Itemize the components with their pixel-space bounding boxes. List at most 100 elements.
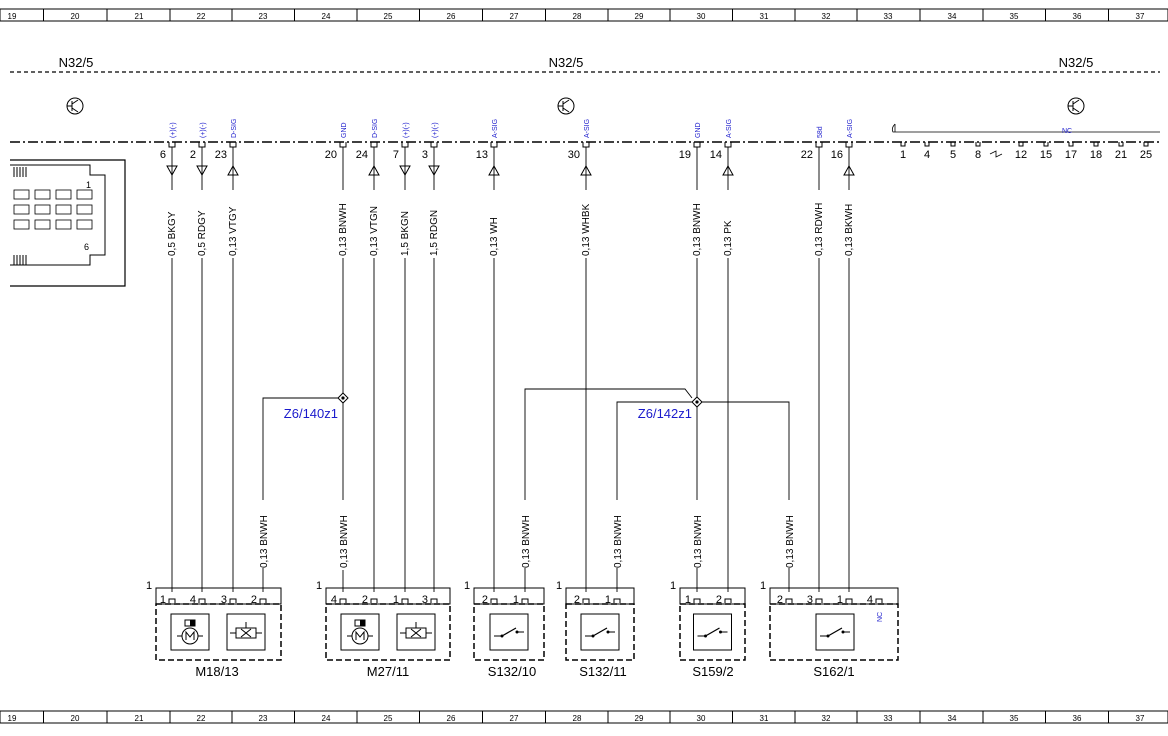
component-pin-tick	[785, 598, 793, 603]
wire-label: 0,5 BKGY	[167, 211, 178, 256]
ruler-bottom-number: 32	[822, 714, 831, 723]
wire-label: 0,13 BNWH	[692, 203, 703, 256]
motor-position-icon-fill	[190, 620, 195, 626]
connector-cavity	[55, 204, 72, 215]
switch-symbol-box	[693, 613, 732, 651]
module-pin-number: 6	[160, 149, 166, 161]
ruler-top-number: 24	[322, 12, 331, 21]
switch-symbol-box	[580, 613, 620, 651]
component-pin-number: 4	[867, 594, 873, 606]
module-pin-signal: GND	[695, 122, 702, 138]
connector-pin-label: 1	[86, 180, 91, 190]
component-pin-tick	[229, 598, 237, 603]
actuator-icon-cross	[240, 628, 252, 638]
switch-icon-contact	[515, 630, 519, 634]
module-pin-number: 23	[215, 149, 227, 161]
ruler-bottom-number: 24	[322, 714, 331, 723]
module-pin-signal: A-SIG	[726, 119, 733, 138]
actuator-icon-cross	[410, 628, 422, 638]
module-housing-outline	[10, 159, 126, 287]
module-pin-signal: GND	[341, 122, 348, 138]
component-pin-number: 1	[513, 594, 519, 606]
switch-icon-contact	[719, 630, 722, 634]
motor-icon-m	[185, 630, 195, 640]
component-pin-tick	[521, 598, 529, 603]
component-pin-number: 3	[807, 594, 813, 606]
splice-wire-label: 0,13 BNWH	[785, 515, 796, 568]
module-pin-signal: A-SIG	[847, 119, 854, 138]
ruler-bottom-number: 28	[573, 714, 582, 723]
ruler-bottom-number: 22	[197, 714, 206, 723]
component-housing-outline	[325, 603, 451, 661]
component-corner-number: 1	[556, 580, 562, 592]
component-connector-outline	[565, 587, 635, 605]
component-pin-tick	[875, 598, 883, 603]
ruler-bottom-number: 26	[447, 714, 456, 723]
nc-pin-number: 15	[1040, 149, 1052, 161]
actuator-symbol-box	[396, 613, 436, 651]
module-label: N32/5	[1059, 55, 1094, 70]
nc-pin-number: 12	[1015, 149, 1027, 161]
connector-pin-label: 6	[84, 242, 89, 252]
component-connector-outline	[155, 587, 282, 605]
component-pin-tick	[401, 598, 409, 603]
component-pin-number: 1	[685, 594, 691, 606]
ruler-bottom-number: 31	[760, 714, 769, 723]
connector-cavity	[76, 219, 93, 230]
motor-icon	[181, 627, 199, 645]
connector-cavity	[76, 189, 93, 200]
module-pin-number: 22	[801, 149, 813, 161]
module-pin-signal: (+)(-)	[200, 122, 207, 138]
component-housing-outline	[565, 603, 635, 661]
component-connector-outline	[325, 587, 451, 605]
nc-pin-number: 5	[950, 149, 956, 161]
module-pin-number: 19	[679, 149, 691, 161]
component-pin-tick	[259, 598, 267, 603]
nc-pin-tick	[900, 142, 906, 147]
component-pin-tick	[815, 598, 823, 603]
module-pin-number: 30	[568, 149, 580, 161]
transistor-icon-stroke	[558, 99, 570, 113]
module-pin-signal: A-SIG	[584, 119, 591, 138]
module-pin-signal: D-SIG	[231, 119, 238, 138]
actuator-symbol-box	[226, 613, 266, 651]
splice-wire-label: 0,13 BNWH	[339, 515, 350, 568]
component-name-label: S132/11	[579, 664, 626, 679]
ruler-top-number: 36	[1073, 12, 1082, 21]
connector-cavity	[13, 219, 30, 230]
component-pin-tick	[168, 598, 176, 603]
component-pin-tick	[582, 598, 590, 603]
connector-cavity	[13, 189, 30, 200]
connector-body	[10, 164, 106, 266]
switch-icon-lever	[592, 627, 608, 637]
switch-symbol-box	[489, 613, 529, 651]
module-label: N32/5	[59, 55, 94, 70]
connector-cavity	[13, 204, 30, 215]
nc-pin-tick	[1043, 142, 1049, 147]
nc-pin-number: 8	[975, 149, 981, 161]
wire-label: 0,13 VTGY	[228, 206, 239, 256]
component-corner-number: 1	[670, 580, 676, 592]
module-pin-signal: (+)(-)	[432, 122, 439, 138]
component-name-label: S132/10	[488, 664, 536, 679]
module-pin-number: 20	[325, 149, 337, 161]
ruler-top-number: 23	[259, 12, 268, 21]
ruler-top-number: 29	[635, 12, 644, 21]
ruler-top-number: 22	[197, 12, 206, 21]
component-corner-number: 1	[760, 580, 766, 592]
nc-pin-number: 4	[924, 149, 930, 161]
nc-pin-tick	[1143, 142, 1149, 147]
component-corner-number: 1	[464, 580, 470, 592]
ruler-top-number: 21	[135, 12, 144, 21]
ruler-top-number: 27	[510, 12, 519, 21]
connector-cavity	[55, 189, 72, 200]
component-nc-label: NC	[877, 612, 884, 622]
splice-wire-label: 0,13 BNWH	[259, 515, 270, 568]
ruler-top-number: 25	[384, 12, 393, 21]
splice-node-dot	[695, 400, 699, 404]
wire-splice-142-branch	[616, 401, 692, 500]
nc-break-icon	[989, 150, 1003, 158]
module-pin-signal: A-SIG	[492, 119, 499, 138]
component-pin-tick	[490, 598, 498, 603]
